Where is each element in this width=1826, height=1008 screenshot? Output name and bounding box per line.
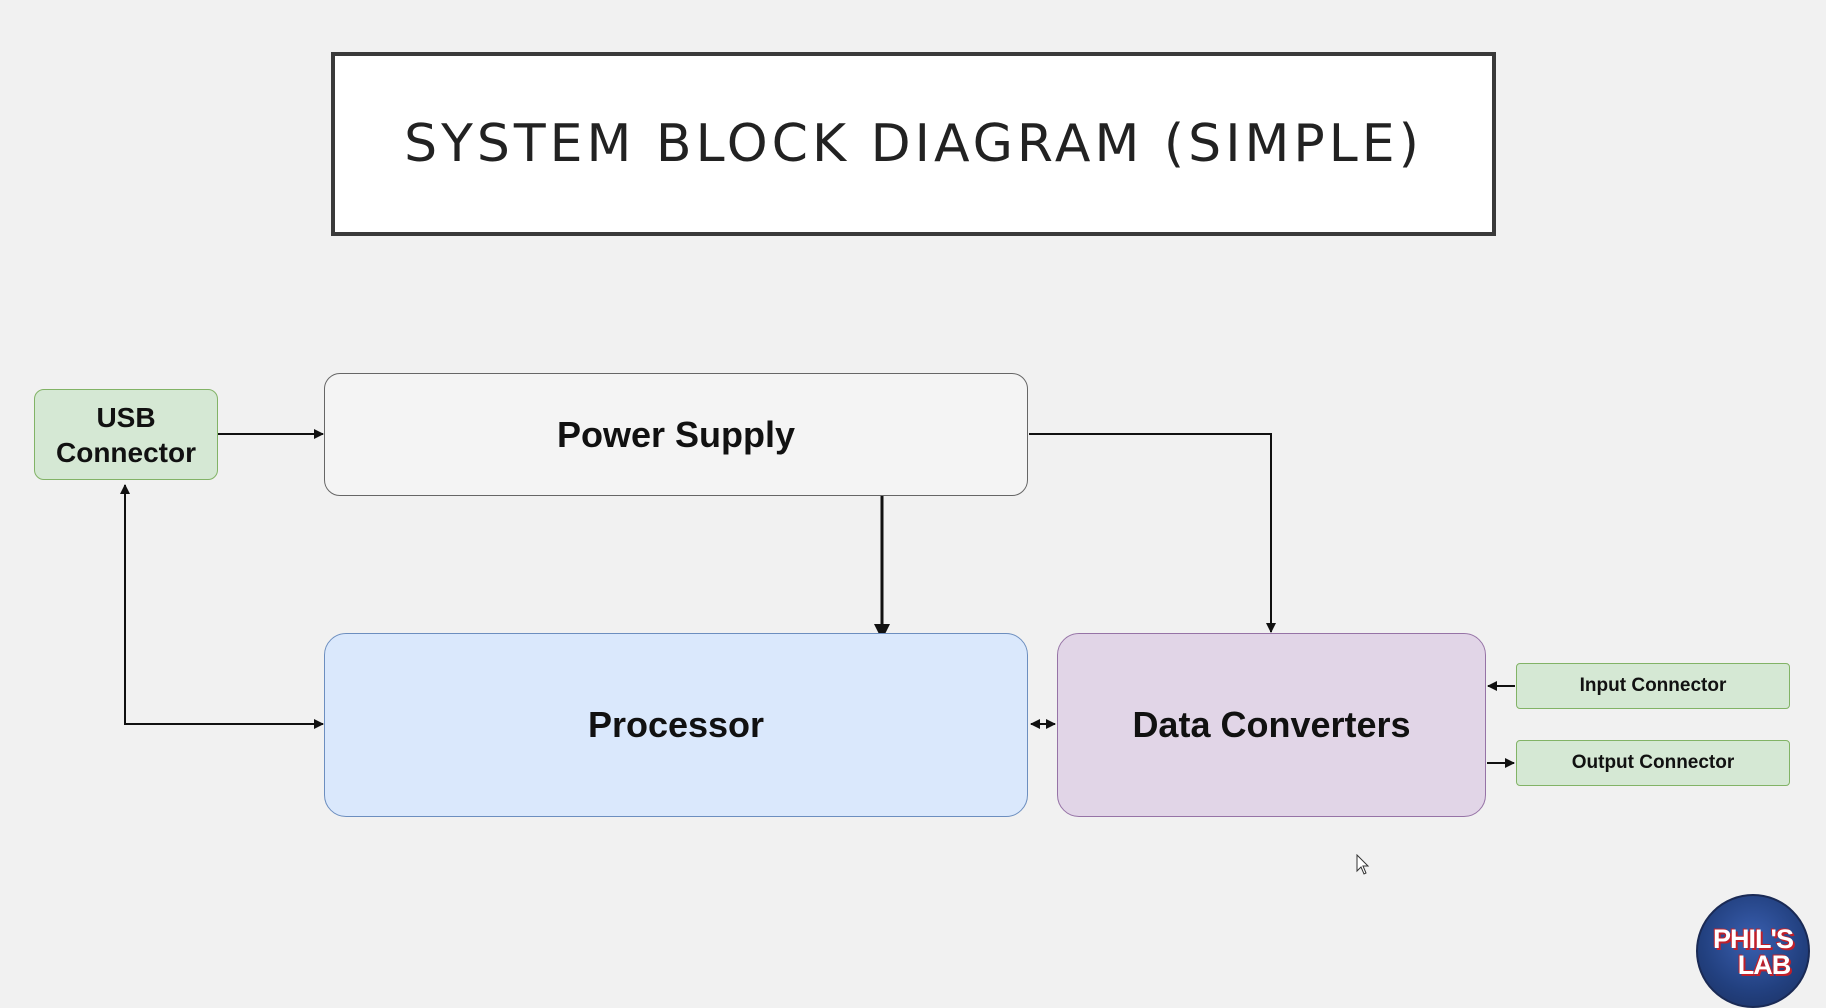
input-connector-block: Input Connector — [1516, 663, 1790, 709]
data-converters-label: Data Converters — [1132, 704, 1411, 745]
mouse-pointer-icon — [1356, 854, 1370, 875]
output-connector-label: Output Connector — [1571, 752, 1735, 773]
wire-power-to-converters — [1029, 433, 1276, 633]
output-connector-block: Output Connector — [1516, 740, 1790, 786]
phils-lab-logo: PHIL'S LAB — [1696, 894, 1810, 1008]
processor-block: Processor — [324, 633, 1028, 817]
wire-usb-to-processor — [120, 484, 324, 729]
usb-connector-label-line1: USB — [96, 401, 156, 433]
connection-lines — [120, 429, 1515, 768]
usb-connector-block: USB Connector — [34, 389, 218, 480]
logo-text-line2: LAB — [1737, 950, 1791, 980]
diagram-title: SYSTEM BLOCK DIAGRAM (SIMPLE) — [404, 114, 1423, 174]
power-supply-label: Power Supply — [556, 413, 796, 455]
input-connector-label: Input Connector — [1579, 675, 1727, 696]
title-box: SYSTEM BLOCK DIAGRAM (SIMPLE) — [331, 52, 1496, 236]
logo-text-line1: PHIL'S — [1713, 924, 1794, 954]
processor-label: Processor — [587, 704, 765, 745]
power-supply-block: Power Supply — [324, 373, 1028, 496]
data-converters-block: Data Converters — [1057, 633, 1486, 817]
usb-connector-label-line2: Connector — [56, 436, 196, 468]
